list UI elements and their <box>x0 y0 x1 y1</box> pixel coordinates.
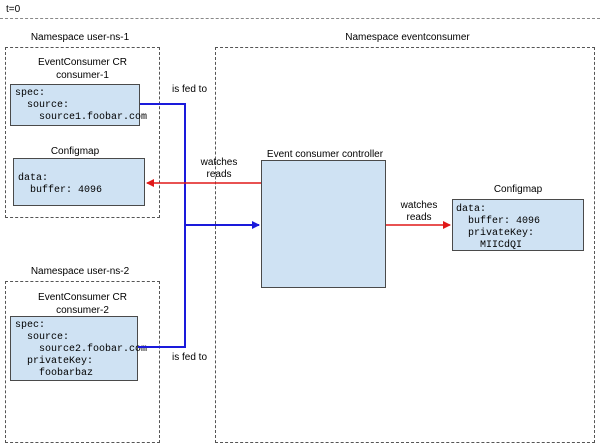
ns-event-container <box>215 47 595 443</box>
spec-line: spec: <box>15 88 46 99</box>
reads-label-right: reads <box>406 212 432 223</box>
configmap1-box: data: buffer: 4096 <box>13 158 145 206</box>
spec-line: source: <box>15 332 70 343</box>
configmap2-title: Configmap <box>493 184 543 195</box>
configmap-line: buffer: 4096 <box>456 216 541 227</box>
reads-label-left: reads <box>206 169 232 180</box>
cr1-name: consumer-1 <box>56 70 109 81</box>
fed-to-arrow-bottom <box>138 225 186 348</box>
spec-line: source2.foobar.com <box>15 344 148 355</box>
spec-line: privateKey: <box>15 356 94 367</box>
fed-to-arrow-top <box>140 103 186 225</box>
cr1-spec-box: spec: source: source1.foobar.com <box>10 84 148 126</box>
controller-box <box>261 160 386 288</box>
fed-to-label-top: is fed to <box>172 84 208 95</box>
configmap-line: buffer: 4096 <box>18 185 103 196</box>
cr2-spec-box: spec: source: source2.foobar.com private… <box>10 316 148 381</box>
configmap-line: data: <box>456 204 487 215</box>
cr2-title: EventConsumer CR <box>38 292 127 303</box>
time-label: t=0 <box>6 4 21 15</box>
cr1-title: EventConsumer CR <box>38 57 127 68</box>
configmap2-box: data: buffer: 4096 privateKey: MIICdQI <box>452 199 584 251</box>
ns-user2-container <box>5 281 160 443</box>
controller-title: Event consumer controller <box>266 149 384 160</box>
configmap1-title: Configmap <box>50 146 100 157</box>
spec-line: source1.foobar.com <box>15 112 148 123</box>
spec-line: source: <box>15 100 70 111</box>
cr2-name: consumer-2 <box>56 305 109 316</box>
watches-label-left: watches <box>200 157 238 168</box>
configmap-line: privateKey: <box>456 228 535 239</box>
top-divider <box>0 18 600 19</box>
spec-line: foobarbaz <box>15 368 94 379</box>
configmap-line: data: <box>18 173 49 184</box>
ns-event-title: Namespace eventconsumer <box>345 32 470 43</box>
spec-line: spec: <box>15 320 46 331</box>
configmap-line: MIICdQI <box>456 240 523 251</box>
ns-user2-title: Namespace user-ns-2 <box>30 266 130 277</box>
watches-label-right: watches <box>400 200 438 211</box>
fed-to-label-bottom: is fed to <box>172 352 208 363</box>
ns-user1-container <box>5 47 160 218</box>
ns-user1-title: Namespace user-ns-1 <box>30 32 130 43</box>
